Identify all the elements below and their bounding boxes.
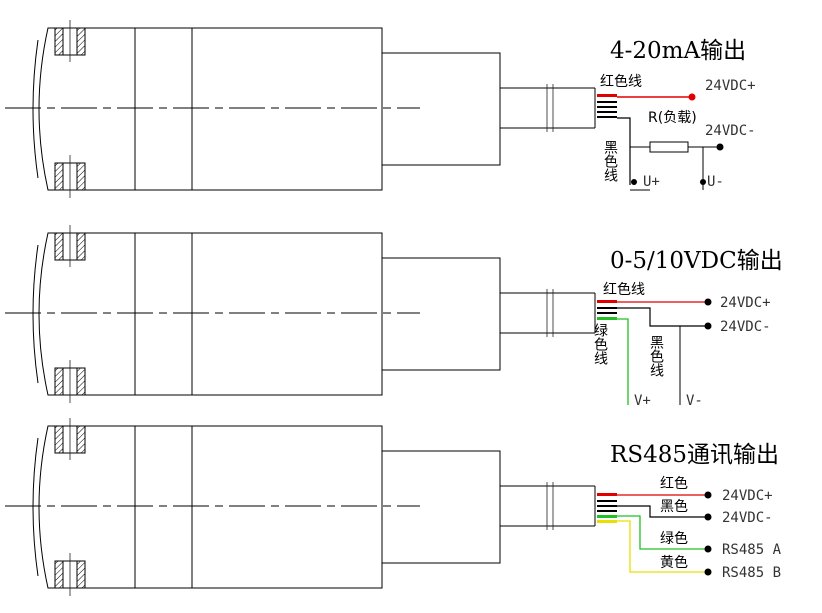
red-wire-label: 红色线 (600, 73, 642, 90)
terminal-24vdc-minus: 24VDC- (705, 123, 756, 139)
section-0-10vdc: 0-5/10VDC输出 红色线 24VDC+ 24VDC- 黑色线 绿色线 V+… (592, 248, 783, 409)
green-wire-label: 绿色线 (592, 323, 608, 365)
black-label: 黑色 (660, 498, 688, 515)
terminal-24vdc-plus: 24VDC+ (705, 78, 756, 94)
black-wire-label: 黑色线 (648, 335, 664, 377)
section-title: 0-5/10VDC输出 (610, 248, 783, 274)
red-label: 红色 (660, 475, 688, 492)
sensor-body (5, 20, 596, 198)
u-minus: U- (707, 174, 724, 190)
terminal-rs485-a: RS485 A (722, 542, 782, 558)
sensor-body-3 (5, 418, 596, 596)
section-rs485: RS485通讯输出 红色 24VDC+ 黑色 24VDC- 绿色 RS485 A… (597, 442, 782, 581)
green-label: 绿色 (660, 530, 688, 547)
v-plus: V+ (634, 393, 651, 409)
section-title: RS485通讯输出 (610, 442, 779, 468)
red-wire-label: 红色线 (603, 281, 645, 298)
terminal-24vdc-minus: 24VDC- (722, 510, 773, 526)
terminal-24vdc-minus: 24VDC- (720, 319, 771, 335)
u-plus: U+ (643, 174, 660, 190)
black-wire-label: 黑色线 (602, 140, 618, 182)
terminal-24vdc-plus: 24VDC+ (720, 295, 771, 311)
terminal-dot (688, 93, 696, 101)
section-4-20ma: 4-20mA输出 红色线 24VDC+ R(负载) 24VDC- 黑色线 U+ … (597, 38, 756, 191)
black-wire (617, 117, 631, 185)
yellow-label: 黄色 (660, 554, 688, 571)
terminal-24vdc-plus: 24VDC+ (722, 488, 773, 504)
v-minus: V- (686, 393, 703, 409)
load-resistor (649, 141, 689, 153)
section-title: 4-20mA输出 (610, 38, 746, 64)
terminal-rs485-b: RS485 B (722, 565, 781, 581)
sensor-body-2 (5, 225, 596, 403)
load-label: R(负载) (648, 110, 697, 126)
